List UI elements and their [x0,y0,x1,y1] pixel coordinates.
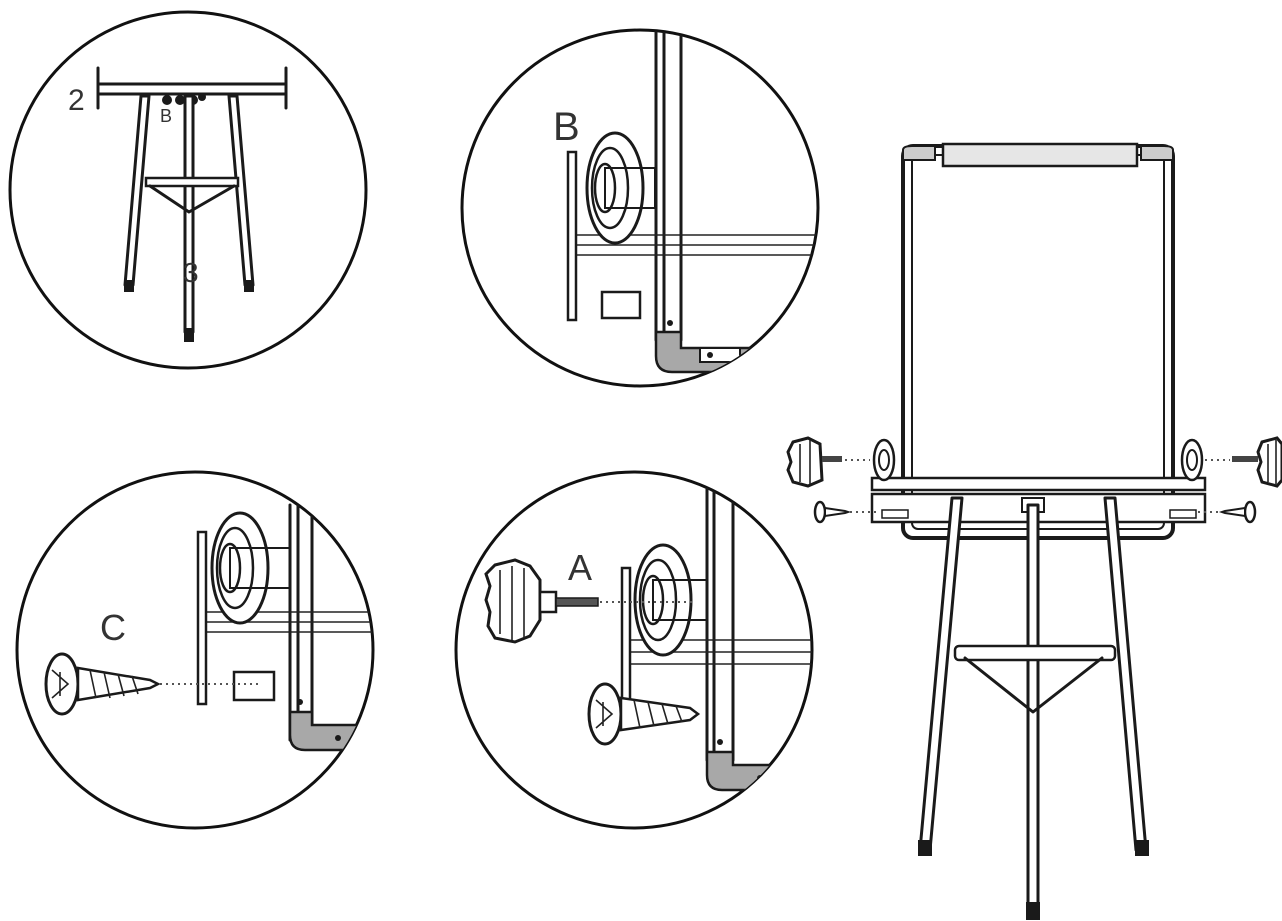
foot-left [124,280,134,292]
screw-cross-c [51,669,70,699]
side-knob-right-grip [1267,440,1277,484]
bar-screw-left [162,95,172,105]
screw-thread-c [89,669,139,699]
corner-screw-c-1 [297,699,303,705]
side-washer-left-inner [878,449,890,471]
screw-shank-a [619,696,701,732]
side-knob-left-grip [799,440,811,484]
side-knob-right-thread [1232,456,1258,462]
side-screw-left-head [813,500,827,524]
bolt-stem [604,167,656,209]
side-knob-left-thread [822,456,842,462]
brace-chain [148,184,236,214]
screw-cross-a [595,699,614,729]
corner-screw-2 [707,352,713,358]
tray-bar [96,82,288,96]
knob-a-thread [555,597,599,607]
easel-leg-right [1103,496,1148,852]
easel-foot-right [1135,840,1149,856]
leg-center [183,94,195,334]
side-washer-left [872,438,896,482]
washer-mid-c [215,526,255,610]
knob-a [484,558,542,644]
knob-a-grip [499,566,525,640]
easel-foot-center [1026,902,1040,920]
mount-plate [566,150,578,322]
foot-right [244,280,254,292]
label-detail-c: C [100,607,126,648]
tray-slot-left [881,509,909,519]
easel-foot-left [918,840,932,856]
tray-rail-upper [870,476,1207,492]
washer-mid [590,146,630,230]
washer-inner-c [218,542,242,594]
mount-plate-c [196,530,208,706]
foot-center [184,328,194,342]
bolt-stem-c [229,547,291,589]
screw-slot-c [232,670,276,702]
washer-inner [593,162,617,214]
detail-circle-a [454,470,814,830]
screw-thread-a [633,699,683,729]
label-number-3: 3 [183,257,199,288]
label-number-2: 2 [68,84,85,117]
easel-leg-left [918,496,964,852]
side-screw-right-head [1243,500,1257,524]
easel-full-view [786,142,1282,920]
knob-a-collar [538,590,558,614]
side-washer-right-inner [1186,449,1198,471]
side-knob-left [786,436,824,488]
label-detail-a: A [568,547,592,588]
screw-shank-c [76,666,161,702]
washer-mid-a [638,558,678,642]
side-knob-right [1256,436,1282,488]
detail-c-screw-mount: C [15,470,375,830]
bar-screw-extra [198,93,206,101]
washer-inner-a [641,574,665,626]
side-washer-right [1180,438,1204,482]
screw-head-c [44,652,80,716]
bar-screw-mid [175,95,185,105]
leg-brace [144,176,240,188]
detail-tripod-legs: 2 B 3 [8,10,368,370]
detail-b-knob-mount: B [460,28,820,388]
bottom-rail-segment [699,347,741,363]
label-detail-b: B [553,105,580,149]
corner-top-left [902,145,936,161]
corner-screw-c-2 [335,735,341,741]
corner-top-right [1140,145,1174,161]
easel-brace [953,644,1117,662]
board-frame-inner [911,154,1165,530]
bolt-stem-a [652,579,708,621]
paper-clamp [941,142,1139,168]
screw-slot [600,290,642,320]
corner-screw-a-1 [717,739,723,745]
side-screw-right-shank [1218,506,1246,518]
detail-a-knob-screw: A [454,470,814,830]
side-screw-left-shank [824,506,852,518]
screw-head-a [587,682,623,746]
easel-brace-chain [963,656,1104,714]
label-letter-b-small: B [160,106,172,126]
corner-screw-1 [667,320,673,326]
detail-circle-c [15,470,375,830]
tray-slot-right [1169,509,1197,519]
